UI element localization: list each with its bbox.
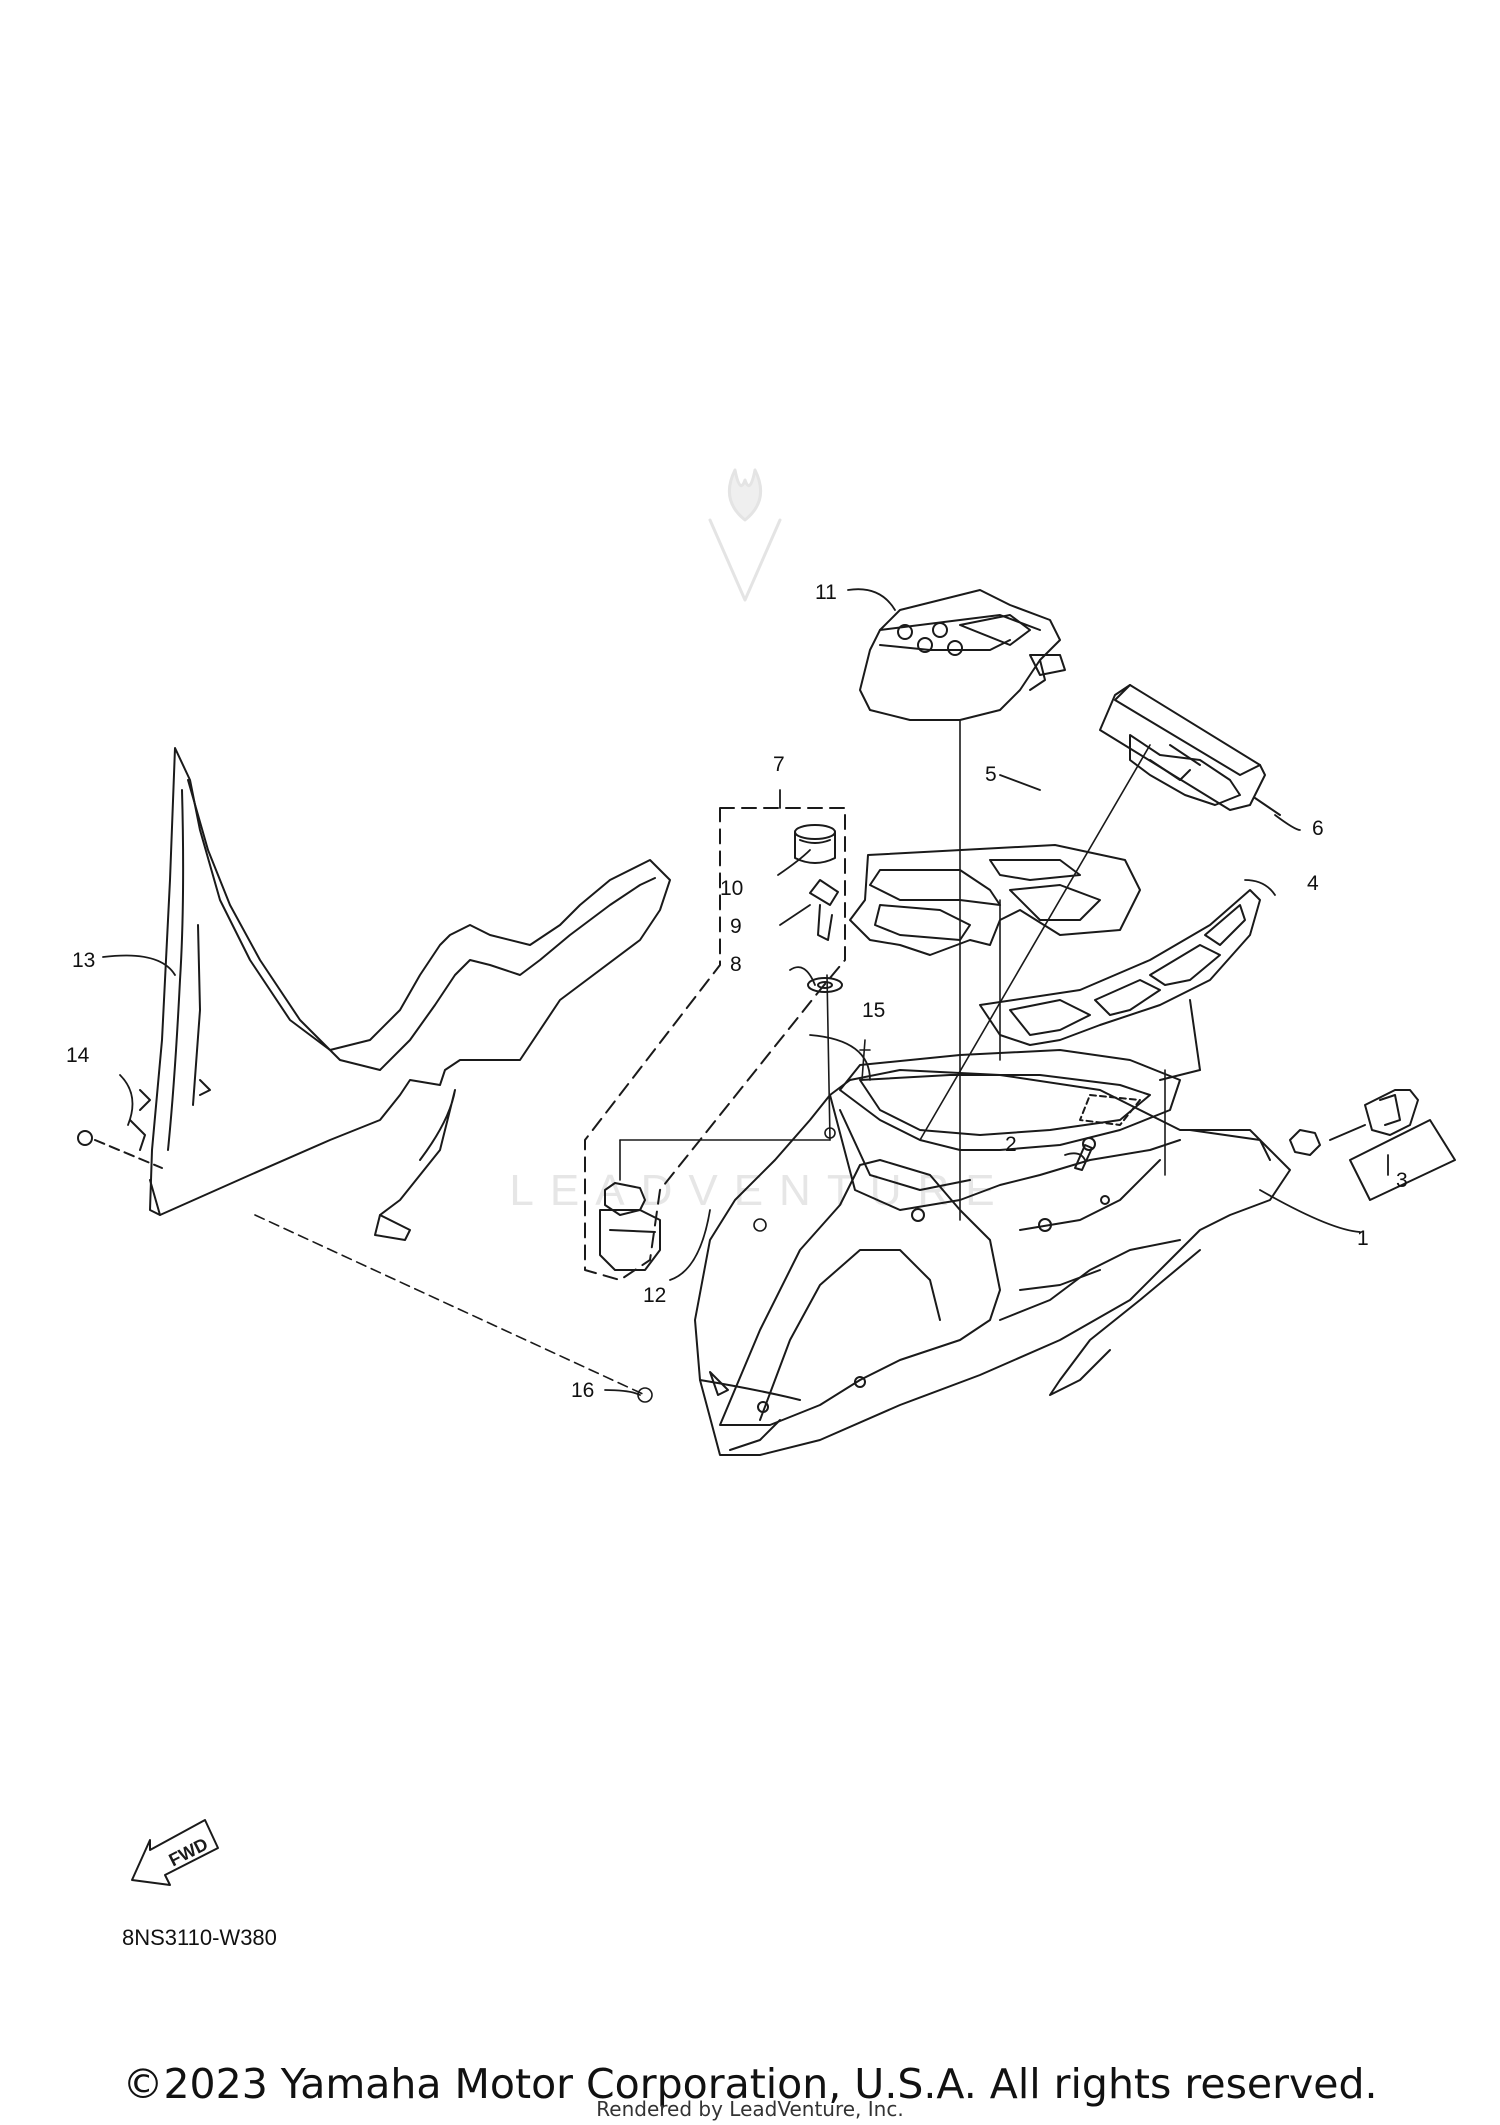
callout-16[interactable]: 16 (571, 1379, 595, 1402)
callout-13[interactable]: 13 (72, 949, 96, 972)
fwd-arrow-icon: FWD (131, 1819, 219, 1886)
part-hood[interactable] (694, 1069, 1291, 1456)
part-2-screw[interactable] (1074, 1137, 1096, 1171)
callout-7[interactable]: 7 (773, 753, 785, 776)
part-14-clip[interactable] (77, 1130, 163, 1169)
svg-text:FWD: FWD (166, 1834, 212, 1870)
part-windshield[interactable] (129, 747, 671, 1241)
callout-3[interactable]: 3 (1396, 1169, 1408, 1192)
part-switch[interactable] (599, 1182, 661, 1271)
copyright-notice: ©2023 Yamaha Motor Corporation, U.S.A. A… (122, 2060, 1378, 2108)
part-meter[interactable] (1099, 684, 1281, 816)
part-meter-cover[interactable] (859, 589, 1066, 721)
callout-10[interactable]: 10 (720, 877, 744, 900)
part-8-washer[interactable] (807, 977, 843, 993)
part-storage-tray (839, 1049, 1181, 1151)
callout-12[interactable]: 12 (643, 1284, 667, 1307)
part-9-key[interactable] (809, 879, 839, 941)
callout-9[interactable]: 9 (730, 915, 742, 938)
callout-2[interactable]: 2 (1005, 1133, 1017, 1156)
part-10-cap[interactable] (794, 824, 836, 864)
callout-15[interactable]: 15 (862, 999, 886, 1022)
diagram-code: 8NS3110-W380 (122, 1925, 277, 1950)
assembly-lines (254, 719, 1166, 1403)
callout-14[interactable]: 14 (66, 1044, 90, 1067)
rendered-by-notice: Rendered by LeadVenture, Inc. (596, 2097, 904, 2121)
watermark-logo (708, 468, 782, 602)
callout-1[interactable]: 1 (1357, 1227, 1369, 1250)
callout-11[interactable]: 11 (815, 581, 837, 604)
part-7-kit-box (584, 807, 846, 1281)
part-3-fitting[interactable] (1289, 1089, 1456, 1201)
callout-6[interactable]: 6 (1312, 817, 1324, 840)
callout-8[interactable]: 8 (730, 953, 742, 976)
part-storage-liner-5[interactable] (849, 844, 1141, 956)
part-storage-liner-4[interactable] (979, 889, 1261, 1081)
callout-4[interactable]: 4 (1307, 872, 1319, 895)
callout-5[interactable]: 5 (985, 763, 997, 786)
callout-leaders (102, 588, 1389, 1396)
